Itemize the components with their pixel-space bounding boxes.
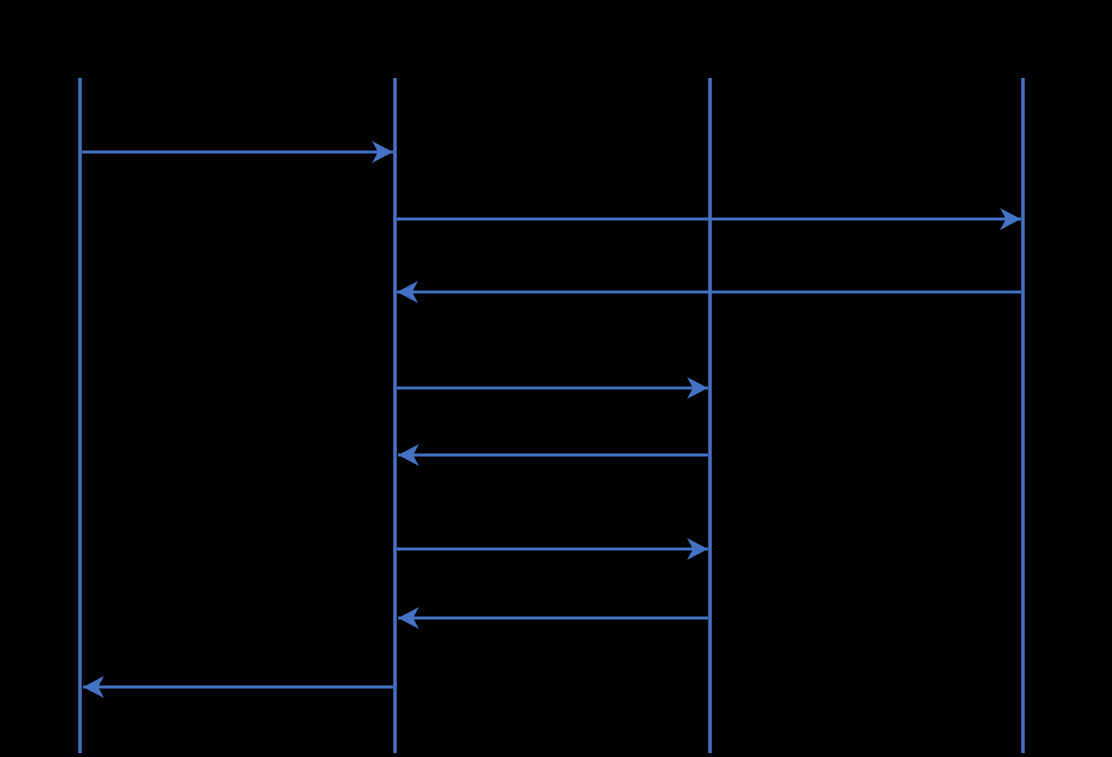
sequence-diagram bbox=[78, 78, 1025, 753]
diagram-canvas bbox=[78, 78, 1025, 753]
